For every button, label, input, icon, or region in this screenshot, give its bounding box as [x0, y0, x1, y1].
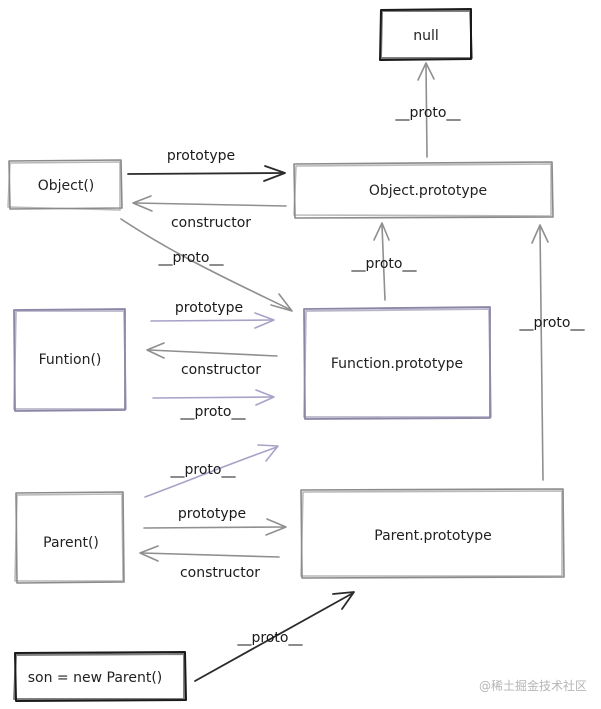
object-proto-edge-label: __proto__: [158, 250, 225, 266]
object-prototype-label: Object.prototype: [369, 183, 487, 199]
parent-constructor-edge-label: constructor: [180, 565, 260, 581]
null-node-label: null: [413, 28, 439, 44]
object-prototype-proto-label: __proto__: [395, 105, 462, 121]
object-prototype-proto-arrow: [417, 62, 435, 158]
function-ctor-label: Funtion(): [39, 352, 102, 368]
object-prototype-arrow: [127, 165, 286, 182]
object-constructor-arrow: [132, 195, 287, 212]
function-prototype-node: Function.prototype: [303, 306, 492, 420]
object-prototype-node: Object.prototype: [293, 161, 554, 219]
object-proto-arrow: [120, 218, 293, 312]
function-constructor-arrow: [146, 342, 278, 359]
parent-proto-arrow: [144, 444, 279, 498]
function-prototype-arrow: [150, 312, 275, 329]
function-prototype-edge-label: prototype: [175, 300, 243, 316]
parent-prototype-proto-edge-label: __proto__: [519, 315, 586, 331]
parent-prototype-edge-label: prototype: [178, 506, 246, 522]
function-prototype-label: Function.prototype: [331, 356, 463, 372]
function-proto-edge-label: __proto__: [180, 404, 247, 420]
son-proto-arrow: [194, 591, 355, 682]
object-constructor-edge-label: constructor: [171, 215, 251, 231]
object-ctor-node: Object(): [7, 159, 123, 211]
function-prototype-proto-edge-label: __proto__: [351, 256, 418, 272]
object-prototype-edge-label: prototype: [167, 148, 235, 164]
parent-proto-edge-label: __proto__: [170, 462, 237, 478]
son-node-label: son = new Parent(): [28, 670, 163, 686]
parent-prototype-proto-arrow: [531, 224, 549, 481]
parent-prototype-label: Parent.prototype: [374, 528, 492, 544]
parent-ctor-label: Parent(): [43, 535, 99, 551]
watermark: @稀土掘金技术社区: [479, 678, 587, 693]
son-proto-edge-label: __proto__: [237, 630, 304, 646]
son-node: son = new Parent(): [13, 651, 187, 702]
parent-prototype-node: Parent.prototype: [300, 488, 565, 579]
parent-ctor-node: Parent(): [14, 491, 125, 584]
parent-prototype-arrow: [143, 518, 287, 536]
function-proto-arrow: [152, 389, 275, 406]
parent-constructor-arrow: [139, 545, 280, 562]
function-constructor-edge-label: constructor: [181, 362, 261, 378]
null-node: null: [379, 8, 473, 61]
object-ctor-label: Object(): [38, 178, 95, 194]
function-prototype-proto-arrow: [373, 222, 390, 301]
function-ctor-node: Funtion(): [13, 308, 127, 412]
